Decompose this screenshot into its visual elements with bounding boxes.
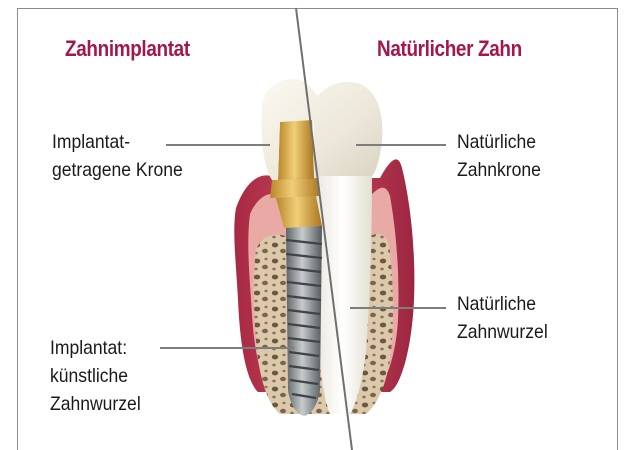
label-line: Zahnwurzel xyxy=(50,390,141,418)
heading-implant: Zahnimplantat xyxy=(65,36,190,62)
label-implant-crown: Implantat- getragene Krone xyxy=(52,128,183,184)
label-line: Implantat- xyxy=(52,128,183,156)
label-line: Zahnwurzel xyxy=(457,318,548,346)
label-line: Zahnkrone xyxy=(457,156,541,184)
label-line: Natürliche xyxy=(457,128,541,156)
implant-screw xyxy=(286,226,322,416)
label-line: künstliche xyxy=(50,362,141,390)
label-line: Implantat: xyxy=(50,334,141,362)
label-natural-root: Natürliche Zahnwurzel xyxy=(457,290,548,346)
heading-natural-tooth: Natürlicher Zahn xyxy=(377,36,522,62)
label-artificial-root: Implantat: künstliche Zahnwurzel xyxy=(50,334,141,418)
label-natural-crown: Natürliche Zahnkrone xyxy=(457,128,541,184)
label-line: getragene Krone xyxy=(52,156,183,184)
label-line: Natürliche xyxy=(457,290,548,318)
